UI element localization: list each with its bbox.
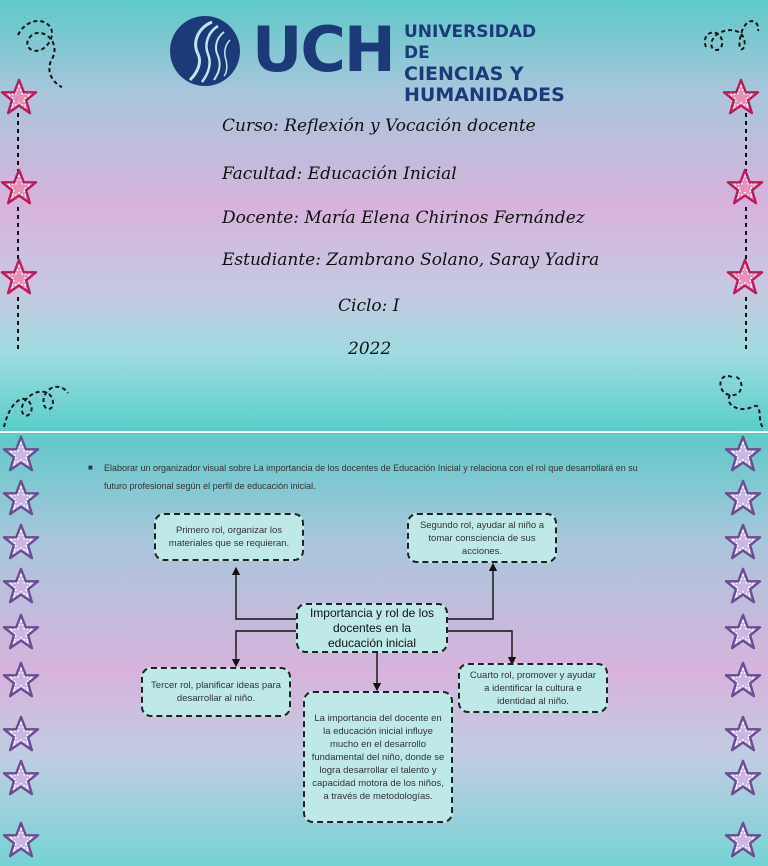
- fourth-role-node: Cuarto rol, promover y ayudar a identifi…: [458, 663, 608, 713]
- logo-name-line: UNIVERSIDAD DE: [404, 22, 537, 63]
- logo-university-name: UNIVERSIDAD DE CIENCIAS Y HUMANIDADES: [404, 22, 565, 106]
- star-icon: [724, 613, 762, 651]
- star-icon: [2, 523, 40, 561]
- logo-abbreviation: UCH: [252, 13, 396, 86]
- star-icon: [0, 258, 38, 296]
- star-icon: [0, 168, 38, 206]
- university-emblem-icon: [170, 16, 240, 86]
- second-role-node: Segundo rol, ayudar al niño a tomar cons…: [407, 513, 557, 563]
- instruction-text: ■ Elaborar un organizador visual sobre L…: [88, 459, 648, 495]
- year-line: 2022: [348, 339, 392, 359]
- star-icon: [2, 759, 40, 797]
- star-icon: [2, 661, 40, 699]
- bullet-icon: ■: [88, 463, 93, 472]
- student-line: Estudiante: Zambrano Solano, Saray Yadir…: [222, 250, 600, 270]
- first-role-node: Primero rol, organizar los materiales qu…: [154, 513, 304, 561]
- star-icon: [2, 567, 40, 605]
- star-icon: [724, 821, 762, 859]
- star-icon: [2, 715, 40, 753]
- instruction-body: Elaborar un organizador visual sobre La …: [104, 463, 638, 491]
- star-icon: [724, 567, 762, 605]
- star-icon: [724, 715, 762, 753]
- central-topic-node: Importancia y rol de los docentes en la …: [296, 603, 448, 653]
- course-line: Curso: Reflexión y Vocación docente: [222, 116, 536, 136]
- teacher-line: Docente: María Elena Chirinos Fernández: [222, 208, 585, 228]
- third-role-node: Tercer rol, planificar ideas para desarr…: [141, 667, 291, 717]
- university-logo: UCH UNIVERSIDAD DE CIENCIAS Y HUMANIDADE…: [168, 13, 565, 106]
- organizer-slide: ■ Elaborar un organizador visual sobre L…: [0, 433, 768, 866]
- logo-name-line: CIENCIAS Y: [404, 63, 524, 85]
- star-icon: [2, 613, 40, 651]
- star-icon: [2, 479, 40, 517]
- star-icon: [724, 759, 762, 797]
- star-icon: [724, 479, 762, 517]
- star-icon: [724, 661, 762, 699]
- cycle-line: Ciclo: I: [338, 296, 400, 316]
- star-icon: [726, 258, 764, 296]
- faculty-line: Facultad: Educación Inicial: [222, 164, 457, 184]
- star-icon: [2, 821, 40, 859]
- star-icon: [2, 435, 40, 473]
- logo-name-line: HUMANIDADES: [404, 84, 565, 106]
- star-icon: [724, 523, 762, 561]
- star-icon: [722, 78, 760, 116]
- cover-slide: UCH UNIVERSIDAD DE CIENCIAS Y HUMANIDADE…: [0, 0, 768, 431]
- importance-node: La importancia del docente en la educaci…: [303, 691, 453, 823]
- star-icon: [726, 168, 764, 206]
- star-icon: [724, 435, 762, 473]
- star-icon: [0, 78, 38, 116]
